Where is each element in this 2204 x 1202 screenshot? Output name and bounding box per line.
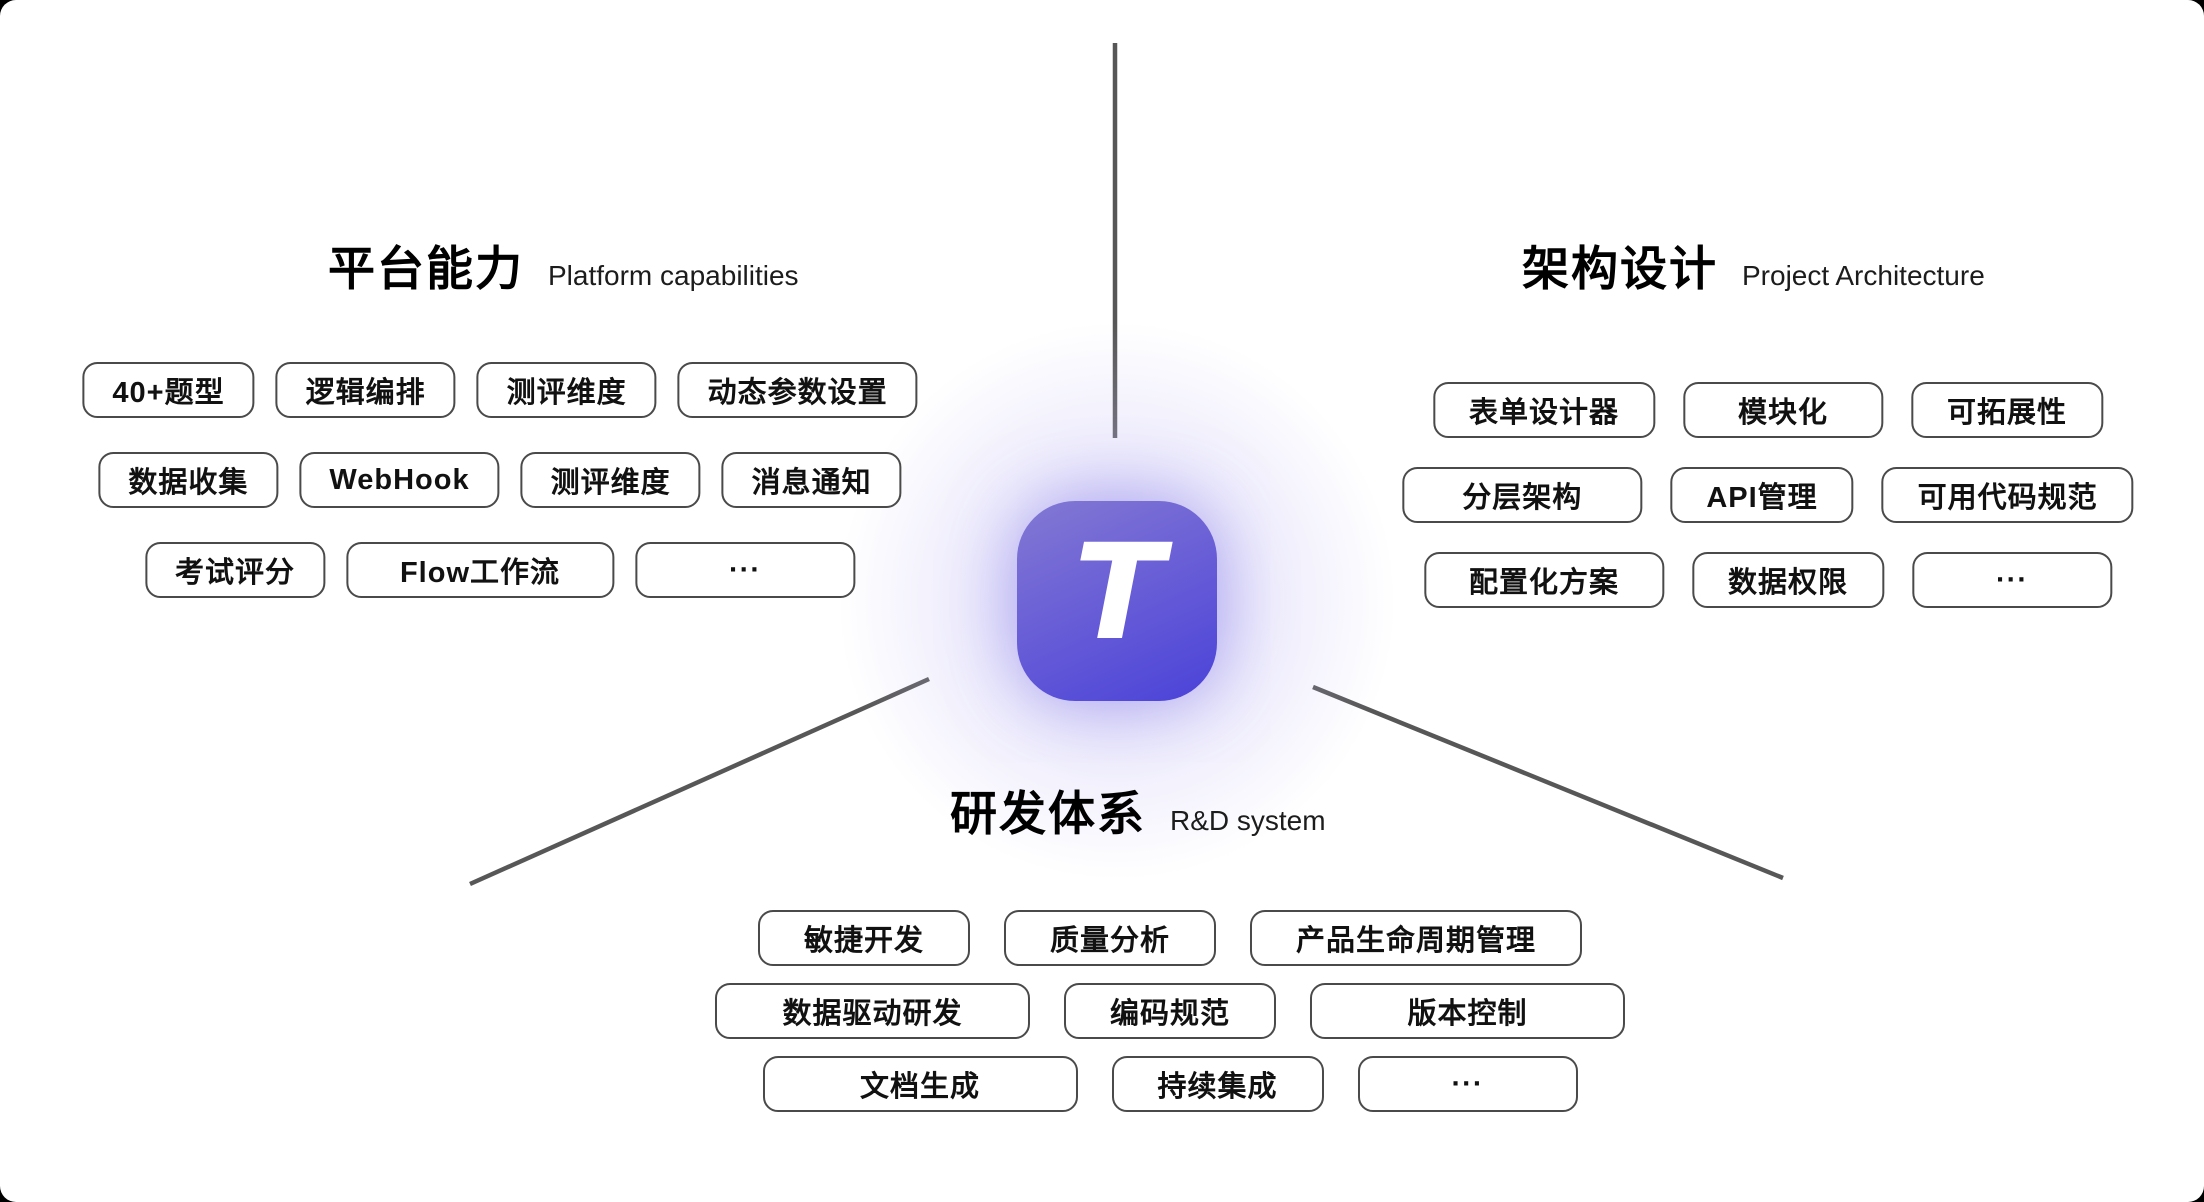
platform-pill-row: 考试评分 Flow工作流 ··· <box>82 542 917 598</box>
platform-pill-row: 数据收集 WebHook 测评维度 消息通知 <box>82 452 917 508</box>
platform-pill: Flow工作流 <box>346 542 614 598</box>
architecture-pill-row: 配置化方案 数据权限 ··· <box>1402 552 2133 608</box>
platform-pill-group: 40+题型 逻辑编排 测评维度 动态参数设置 数据收集 WebHook 测评维度… <box>82 362 918 598</box>
architecture-pill: 可用代码规范 <box>1881 467 2134 523</box>
app-logo-icon: T <box>1017 501 1217 701</box>
architecture-title-zh: 架构设计 <box>1522 242 1718 295</box>
architecture-pill-row: 分层架构 API管理 可用代码规范 <box>1402 467 2134 523</box>
rnd-pill: 敏捷开发 <box>757 910 970 966</box>
rnd-pill-row: 敏捷开发 质量分析 产品生命周期管理 <box>715 910 1625 966</box>
rnd-title-zh: 研发体系 <box>950 787 1146 840</box>
architecture-pill: 表单设计器 <box>1432 382 1655 438</box>
platform-pill: WebHook <box>299 452 500 508</box>
platform-pill: 逻辑编排 <box>275 362 456 418</box>
platform-title-zh: 平台能力 <box>328 242 524 295</box>
platform-pill: 消息通知 <box>721 452 902 508</box>
platform-pill-row: 40+题型 逻辑编排 测评维度 动态参数设置 <box>82 362 918 418</box>
platform-pill: 考试评分 <box>144 542 325 598</box>
rnd-title-en: R&D system <box>1170 805 1326 836</box>
platform-pill: 40+题型 <box>82 362 255 418</box>
architecture-pill: 分层架构 <box>1402 467 1643 523</box>
rnd-pill: 文档生成 <box>762 1056 1078 1112</box>
architecture-pill-group: 表单设计器 模块化 可拓展性 分层架构 API管理 可用代码规范 配置化方案 数… <box>1402 382 2134 608</box>
rnd-pill-ellipsis: ··· <box>1357 1056 1578 1112</box>
architecture-pill: API管理 <box>1670 467 1854 523</box>
architecture-title-en: Project Architecture <box>1742 260 1985 291</box>
rnd-pill: 质量分析 <box>1003 910 1217 966</box>
rnd-pill-group: 敏捷开发 质量分析 产品生命周期管理 数据驱动研发 编码规范 版本控制 文档生成… <box>714 910 1626 1112</box>
architecture-section-title: 架构设计 Project Architecture <box>1522 245 1985 292</box>
rnd-pill: 产品生命周期管理 <box>1250 910 1583 966</box>
architecture-pill-row: 表单设计器 模块化 可拓展性 <box>1402 382 2133 438</box>
rnd-pill: 版本控制 <box>1310 983 1626 1039</box>
rnd-pill-row: 数据驱动研发 编码规范 版本控制 <box>714 983 1626 1039</box>
architecture-pill: 配置化方案 <box>1423 552 1664 608</box>
platform-pill: 动态参数设置 <box>677 362 918 418</box>
architecture-pill: 模块化 <box>1682 382 1883 438</box>
platform-section-title: 平台能力 Platform capabilities <box>328 245 799 292</box>
rnd-pill: 数据驱动研发 <box>714 983 1030 1039</box>
architecture-pill: 可拓展性 <box>1910 382 2104 438</box>
rnd-pill: 编码规范 <box>1063 983 1277 1039</box>
platform-pill: 测评维度 <box>476 362 657 418</box>
platform-pill: 测评维度 <box>520 452 701 508</box>
rnd-pill-row: 文档生成 持续集成 ··· <box>715 1056 1625 1112</box>
platform-pill: 数据收集 <box>98 452 279 508</box>
rnd-section-title: 研发体系 R&D system <box>950 790 1326 837</box>
connector-line-bottom-right <box>1312 684 1784 881</box>
platform-pill-ellipsis: ··· <box>635 542 855 598</box>
architecture-pill: 数据权限 <box>1691 552 1885 608</box>
rnd-pill: 持续集成 <box>1111 1056 1324 1112</box>
platform-title-en: Platform capabilities <box>548 260 799 291</box>
logo-letter: T <box>1073 516 1165 670</box>
architecture-pill-ellipsis: ··· <box>1912 552 2113 608</box>
